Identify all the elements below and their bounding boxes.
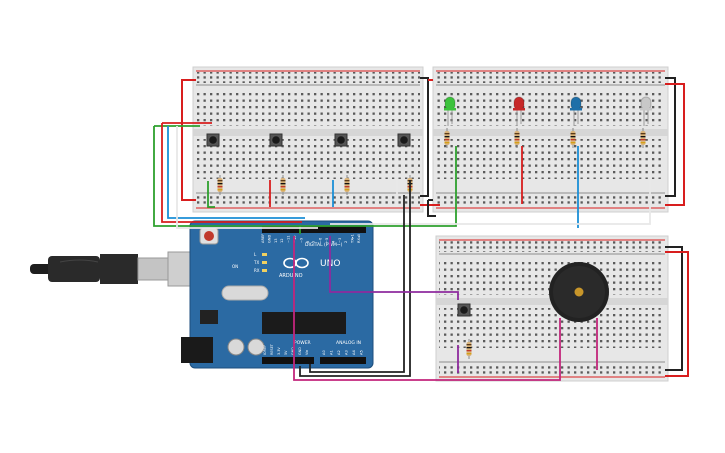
wire-ground-arduino[interactable] xyxy=(299,180,411,377)
analog-pin-label: A2 xyxy=(337,350,341,355)
power-header[interactable] xyxy=(262,357,314,364)
wire-white-signal[interactable] xyxy=(176,126,318,229)
pushbutton[interactable] xyxy=(269,133,283,147)
resistor[interactable] xyxy=(466,339,472,359)
wire-magenta-buzzer[interactable] xyxy=(293,236,561,381)
resistor[interactable] xyxy=(640,128,646,148)
brand-label: ARDUINO xyxy=(279,273,303,279)
analog-pin-label: A3 xyxy=(345,350,349,355)
pushbutton[interactable] xyxy=(334,133,348,147)
analog-pin-label: A4 xyxy=(352,350,356,355)
power-pin-label: RESET xyxy=(270,343,274,355)
digital-pin-label: RX◂0 xyxy=(357,233,361,243)
board-led xyxy=(262,253,267,256)
usb-cable[interactable] xyxy=(30,251,207,287)
power-header-label: POWER xyxy=(294,340,311,346)
digital-pin-label: ~6 xyxy=(319,237,323,243)
digital-pin-label: AREF xyxy=(261,234,265,243)
power-pin-label: IOREF xyxy=(263,345,267,355)
breadboard-top-right[interactable] xyxy=(432,66,669,213)
green-led[interactable] xyxy=(444,96,456,126)
digital-pin-label: ~3 xyxy=(338,238,342,243)
digital-pin-label: 12 xyxy=(280,238,284,243)
wire-red-signal[interactable] xyxy=(161,122,302,223)
pushbutton[interactable] xyxy=(457,303,471,317)
analog-pin-label: A0 xyxy=(322,350,326,355)
wire-ground-arduino-2[interactable] xyxy=(309,195,405,373)
resistor[interactable] xyxy=(217,175,223,195)
power-pin-label: GND xyxy=(291,347,295,355)
digital-pin-label: ~9 xyxy=(299,237,303,243)
wire-green-button[interactable] xyxy=(207,181,215,208)
digital-pin-label: 2 xyxy=(344,241,348,243)
pushbutton[interactable] xyxy=(206,133,220,147)
piezo-buzzer[interactable] xyxy=(549,262,609,322)
board-led-label: TX xyxy=(253,260,259,265)
board-led-label: RX xyxy=(254,268,260,273)
digital-pin-label: ~5 xyxy=(325,238,329,243)
rail-wires[interactable] xyxy=(181,77,689,377)
analog-header[interactable] xyxy=(320,357,366,364)
power-pin-label: Vin xyxy=(305,350,309,355)
digital-pin-label: TX▸1 xyxy=(351,234,355,244)
power-pin-label: GND xyxy=(298,347,302,355)
power-pin-label: 5V xyxy=(284,350,288,355)
board-led-label: L xyxy=(254,252,257,257)
resistor[interactable] xyxy=(344,175,350,195)
resistor[interactable] xyxy=(444,128,450,148)
red-led[interactable] xyxy=(513,96,525,126)
board-led xyxy=(262,261,267,264)
breadboard-top-left[interactable] xyxy=(192,66,424,213)
wire-white-led[interactable] xyxy=(330,146,651,225)
digital-pin-label: 7 xyxy=(312,241,316,243)
digital-pin-label: 4 xyxy=(331,240,335,243)
arduino-uno-board[interactable]: UNO ARDUINO DIGITAL (PWM~) POWER ANALOG … xyxy=(181,220,374,369)
breadboard-bottom-right[interactable] xyxy=(435,235,669,382)
analog-pin-label: A5 xyxy=(360,350,364,355)
wire-blue-signal[interactable] xyxy=(167,126,305,219)
digital-pin-label: GND xyxy=(267,235,271,243)
digital-pin-label: ~10 xyxy=(293,235,297,243)
digital-pin-label: ~11 xyxy=(287,235,291,243)
power-pin-label: 3.3V xyxy=(277,347,281,355)
wire-purple-button[interactable] xyxy=(329,236,459,300)
resistor[interactable] xyxy=(514,128,520,148)
pushbutton[interactable] xyxy=(397,133,411,147)
resistor[interactable] xyxy=(280,175,286,195)
atmega-chip xyxy=(262,312,346,334)
arduino-logo xyxy=(283,257,309,269)
digital-header-label: DIGITAL (PWM~) xyxy=(305,242,343,248)
board-led xyxy=(262,269,267,272)
crystal xyxy=(221,285,269,301)
wire-green-led[interactable] xyxy=(300,146,457,227)
signal-wires[interactable] xyxy=(153,122,651,381)
white-led[interactable] xyxy=(640,96,652,126)
on-led-label: ON xyxy=(232,264,238,269)
digital-pin-label: 8 xyxy=(306,240,310,243)
blue-led[interactable] xyxy=(570,96,582,126)
digital-pin-label: 13 xyxy=(274,238,278,243)
digital-header[interactable] xyxy=(262,226,366,233)
analog-header-label: ANALOG IN xyxy=(336,340,361,346)
resistor[interactable] xyxy=(570,128,576,148)
analog-pin-label: A1 xyxy=(330,350,334,355)
